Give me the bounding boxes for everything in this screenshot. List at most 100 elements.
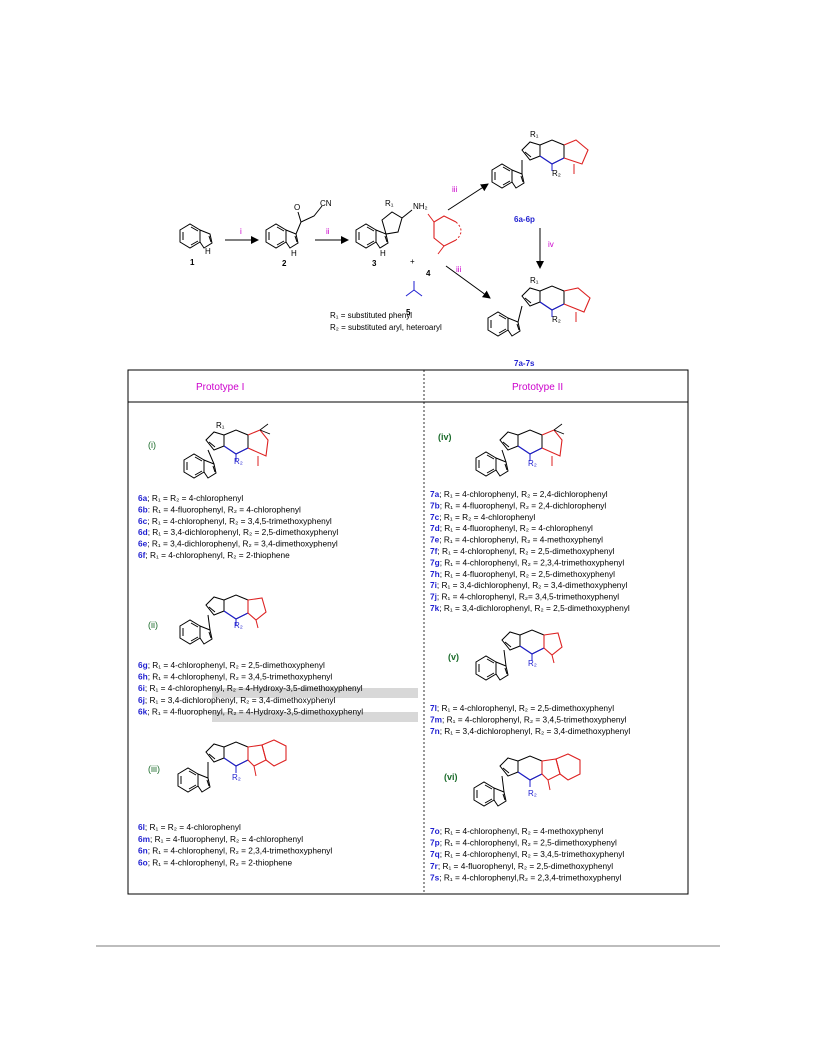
compound-substituents: ; R₁ = 4-chlorophenyl, R₂ = 2,5-dimethox…: [437, 546, 614, 556]
svg-text:(vi): (vi): [444, 772, 458, 782]
highlight-6k: [212, 712, 418, 722]
compound-id: 6o: [138, 857, 148, 867]
compound-substituents: ; R₁ = 3,4-dichlorophenyl, R₂ = 3,4-dime…: [440, 726, 631, 736]
compound-substituents: : R₁ = 4-fluorophenyl, R₂ = 4-chlorophen…: [148, 504, 301, 514]
compound-entry-7o: 7o; R₁ = 4-chlorophenyl, R₂ = 4-methoxyp…: [430, 826, 604, 836]
compound-id: 6e: [138, 539, 148, 549]
compound-substituents: ; R₁ = 4-chlorophenyl, R₂ = 4-methoxyphe…: [439, 535, 603, 545]
compound-substituents: ; R₁ = 4-chlorophenyl, R₂ = 4-methoxyphe…: [440, 826, 604, 836]
compound-id: 7m: [430, 715, 442, 725]
compound-id: 7i: [430, 580, 437, 590]
compound-entry-6e: 6e; R₁ = 3,4-dichlorophenyl, R₂ = 3,4-di…: [138, 539, 338, 549]
compound-substituents: ; R₁ = 3,4-dichlorophenyl, R₂ = 2,5-dime…: [439, 603, 630, 613]
compound-entry-7f: 7f; R₁ = 4-chlorophenyl, R₂ = 2,5-dimeth…: [430, 546, 615, 556]
compound-substituents: ; R₁ = R₂ = 4-chlorophenyl: [145, 822, 241, 832]
compound-id: 7b: [430, 500, 440, 510]
svg-text:R₂: R₂: [528, 789, 537, 798]
compound-4-structure: 4: [426, 213, 462, 278]
svg-text:R₁: R₁: [530, 130, 539, 139]
compound-substituents: ; R₁ = 4-chlorophenyl, R₂ = 3,4,5-trimet…: [440, 849, 625, 859]
compound-entry-7i: 7i; R₁ = 3,4-dichlorophenyl, R₂ = 3,4-di…: [430, 580, 628, 590]
compound-entry-7g: 7g; R₁ = 4-chlorophenyl, R₂ = 2,3,4-trim…: [430, 557, 624, 567]
compound-substituents: ; R₁ = 4-fluorophenyl, R₂ = 4-chlorophen…: [440, 523, 593, 533]
legend-r1: R₁ = substituted phenyl: [330, 311, 412, 320]
compound-entry-7j: 7j; R₁ = 4-chlorophenyl, R₂= 3,4,5-trime…: [430, 592, 619, 602]
compound-entry-6o: 6o; R₁ = 4-chlorophenyl, R₂ = 2-thiophen…: [138, 857, 292, 867]
compound-entry-6j: 6j; R₁ = 3,4-dichlorophenyl, R₂ = 3,4-di…: [138, 695, 336, 705]
compound-2-structure: O CN H 2: [265, 199, 332, 268]
compound-entry-6l: 6l; R₁ = R₂ = 4-chlorophenyl: [138, 822, 241, 832]
compound-4-label: 4: [426, 269, 431, 278]
svg-text:R₁: R₁: [216, 421, 225, 430]
compound-id: 6n: [138, 846, 148, 856]
svg-text:R₂: R₂: [552, 315, 561, 324]
compound-entry-7a: 7a; R₁ = 4-chlorophenyl, R₂ = 2,4-dichlo…: [430, 489, 608, 499]
compound-entry-7m: 7m; R₁ = 4-chlorophenyl, R₂ = 3,4,5-trim…: [430, 715, 627, 725]
compound-id: 7l: [430, 703, 437, 713]
compound-id: 6j: [138, 695, 145, 705]
svg-text:(iii): (iii): [148, 764, 160, 774]
compound-id: 7o: [430, 826, 440, 836]
compound-id: 7s: [430, 872, 440, 882]
prototype-table: Prototype I Prototype II: [127, 369, 689, 895]
compound-entry-6b: 6b: R₁ = 4-fluorophenyl, R₂ = 4-chloroph…: [138, 504, 301, 514]
prototype-ii-header: Prototype II: [512, 382, 563, 393]
compound-entry-7d: 7d; R₁ = 4-fluorophenyl, R₂ = 4-chloroph…: [430, 523, 593, 533]
compound-substituents: ; R₁ = 3,4-dichlorophenyl, R₂ = 3,4-dime…: [147, 539, 338, 549]
compound-list-v: 7l; R₁ = 4-chlorophenyl, R₂ = 2,5-dimeth…: [430, 703, 630, 736]
compound-entry-7p: 7p; R₁ = 4-chlorophenyl, R₂ = 2,5-dimeth…: [430, 838, 617, 848]
compound-entry-7e: 7e; R₁ = 4-chlorophenyl, R₂ = 4-methoxyp…: [430, 535, 603, 545]
compound-entry-7b: 7b; R₁ = 4-fluorophenyl, R₂ = 2,4-dichlo…: [430, 500, 606, 510]
svg-text:H: H: [205, 247, 211, 256]
compound-entry-7r: 7r; R₁ = 4-fluorophenyl, R₂ = 2,5-dimeth…: [430, 861, 613, 871]
compound-substituents: ; R₁ = 4-fluorophenyl, R₂ = 2,5-dimethox…: [440, 569, 615, 579]
compound-substituents: ; R₁ = 4-chlorophenyl, R₂ = 2,5-dimethox…: [437, 703, 614, 713]
structure-i: (i) R₁ R₂: [148, 421, 271, 479]
product-7-structure: R₁ R₂ 7a-7s: [487, 276, 591, 368]
compound-substituents: ; R₁ = 4-chlorophenyl, R₂ = 2,3,4-trimet…: [440, 557, 625, 567]
structure-ii: (ii) R₂: [148, 594, 267, 645]
structure-vi: (vi) R₂: [444, 753, 581, 807]
compound-substituents: ; R₁ = R₂ = 4-chlorophenyl: [147, 493, 243, 503]
compound-entry-6k: 6k; R₁ = 4-fluorophenyl, R₂ = 4-Hydroxy-…: [138, 706, 363, 716]
compound-substituents: ; R₁ = 4-fluorophenyl, R₂ = 2,4-dichloro…: [440, 500, 607, 510]
compound-substituents: ; R₁ = 3,4-dichlorophenyl, R₂ = 3,4-dime…: [145, 695, 336, 705]
svg-text:R₂: R₂: [528, 659, 537, 668]
compound-id: 7j: [430, 592, 437, 602]
compound-entry-6h: 6h; R₁ = 4-chlorophenyl, R₂ = 3,4,5-trim…: [138, 672, 332, 682]
compound-id: 6i: [138, 683, 145, 693]
compound-id: 6a: [138, 493, 148, 503]
compound-list-iii: 6l; R₁ = R₂ = 4-chlorophenyl 6m; R₁ = 4-f…: [138, 822, 332, 867]
svg-text:R₂: R₂: [232, 773, 241, 782]
compound-list-vi: 7o; R₁ = 4-chlorophenyl, R₂ = 4-methoxyp…: [430, 826, 624, 882]
compound-substituents: ; R₁ = 3,4-dichlorophenyl, R₂ = 3,4-dime…: [437, 580, 628, 590]
compound-substituents: ; R₁ = 4-fluorophenyl, R₂ = 2,5-dimethox…: [438, 861, 613, 871]
svg-text:NH₂: NH₂: [413, 202, 428, 211]
compound-id: 7r: [430, 861, 439, 871]
compound-entry-7q: 7q; R₁ = 4-chlorophenyl, R₂ = 3,4,5-trim…: [430, 849, 624, 859]
svg-text:R₂: R₂: [234, 457, 243, 466]
compound-entry-7h: 7h; R₁ = 4-fluorophenyl, R₂ = 2,5-dimeth…: [430, 569, 615, 579]
compound-substituents: ; R₁ = 4-chlorophenyl, R₂ = 3,4,5-trimet…: [148, 672, 333, 682]
svg-text:R₁: R₁: [385, 199, 394, 208]
highlight-6i: [212, 688, 418, 698]
svg-text:H: H: [380, 249, 386, 258]
legend-r2: R₂ = substituted aryl, heteroaryl: [330, 323, 442, 332]
step-ii-label: ii: [326, 227, 330, 236]
compound-list-iv: 7a; R₁ = 4-chlorophenyl, R₂ = 2,4-dichlo…: [430, 489, 630, 613]
compound-substituents: ; R₁ = 4-fluorophenyl, R₂ = 4-Hydroxy-3,…: [147, 706, 363, 716]
compound-id: 6f: [138, 550, 146, 560]
compound-id: 7d: [430, 523, 440, 533]
compound-id: 7f: [430, 546, 438, 556]
structure-iii: (iii) R₂: [148, 739, 287, 793]
compound-substituents: ; R₁ = 4-chlorophenyl,R₂ = 2,3,4-trimeth…: [439, 872, 621, 882]
svg-text:(v): (v): [448, 652, 459, 662]
compound-substituents: ; R₁ = 4-chlorophenyl, R₂ = 2,5-dimethox…: [440, 838, 617, 848]
compound-id: 6m: [138, 834, 150, 844]
compound-7-label: 7a-7s: [514, 359, 535, 368]
compound-substituents: ; R₁ = 4-fluorophenyl, R₂ = 4-chlorophen…: [150, 834, 303, 844]
compound-substituents: ; R₁ = 4-chlorophenyl, R₂ = 2,4-dichloro…: [439, 489, 608, 499]
step-iii-top-label: iii: [452, 185, 458, 194]
